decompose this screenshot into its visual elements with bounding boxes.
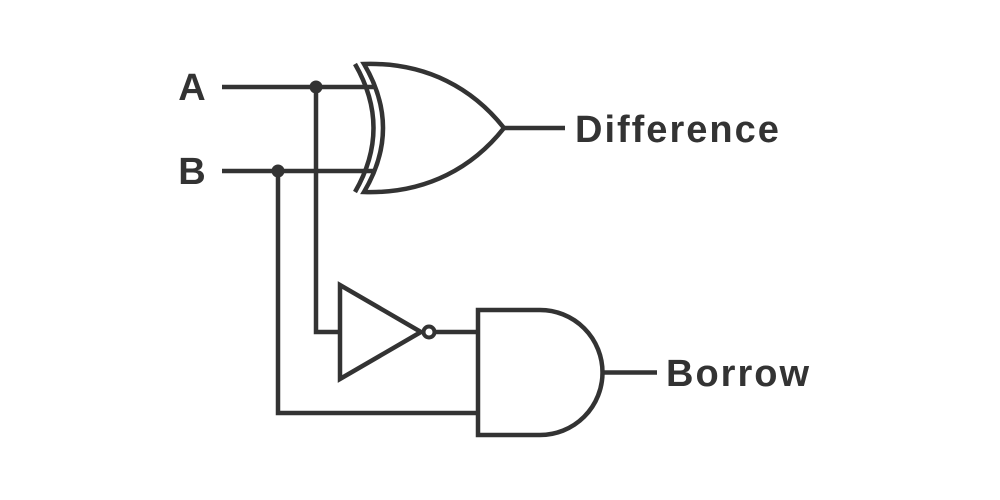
junction-dot-b <box>271 164 285 178</box>
xor-gate-icon <box>353 61 507 195</box>
wire-branch-a-to-not <box>313 87 341 335</box>
output-label-difference: Difference <box>575 109 781 151</box>
wires <box>222 84 657 416</box>
junction-dot-a <box>309 80 323 94</box>
input-label-a: A <box>178 67 207 109</box>
output-label-borrow: Borrow <box>666 353 811 395</box>
not-gate-icon <box>337 281 437 383</box>
xor-leading-arc <box>353 62 376 194</box>
not-bubble <box>421 324 437 340</box>
not-triangle <box>337 281 426 383</box>
and-gate-icon <box>475 307 605 438</box>
xor-body <box>360 61 507 195</box>
input-label-b: B <box>178 151 207 193</box>
wire-branch-b-to-and <box>275 171 480 416</box>
